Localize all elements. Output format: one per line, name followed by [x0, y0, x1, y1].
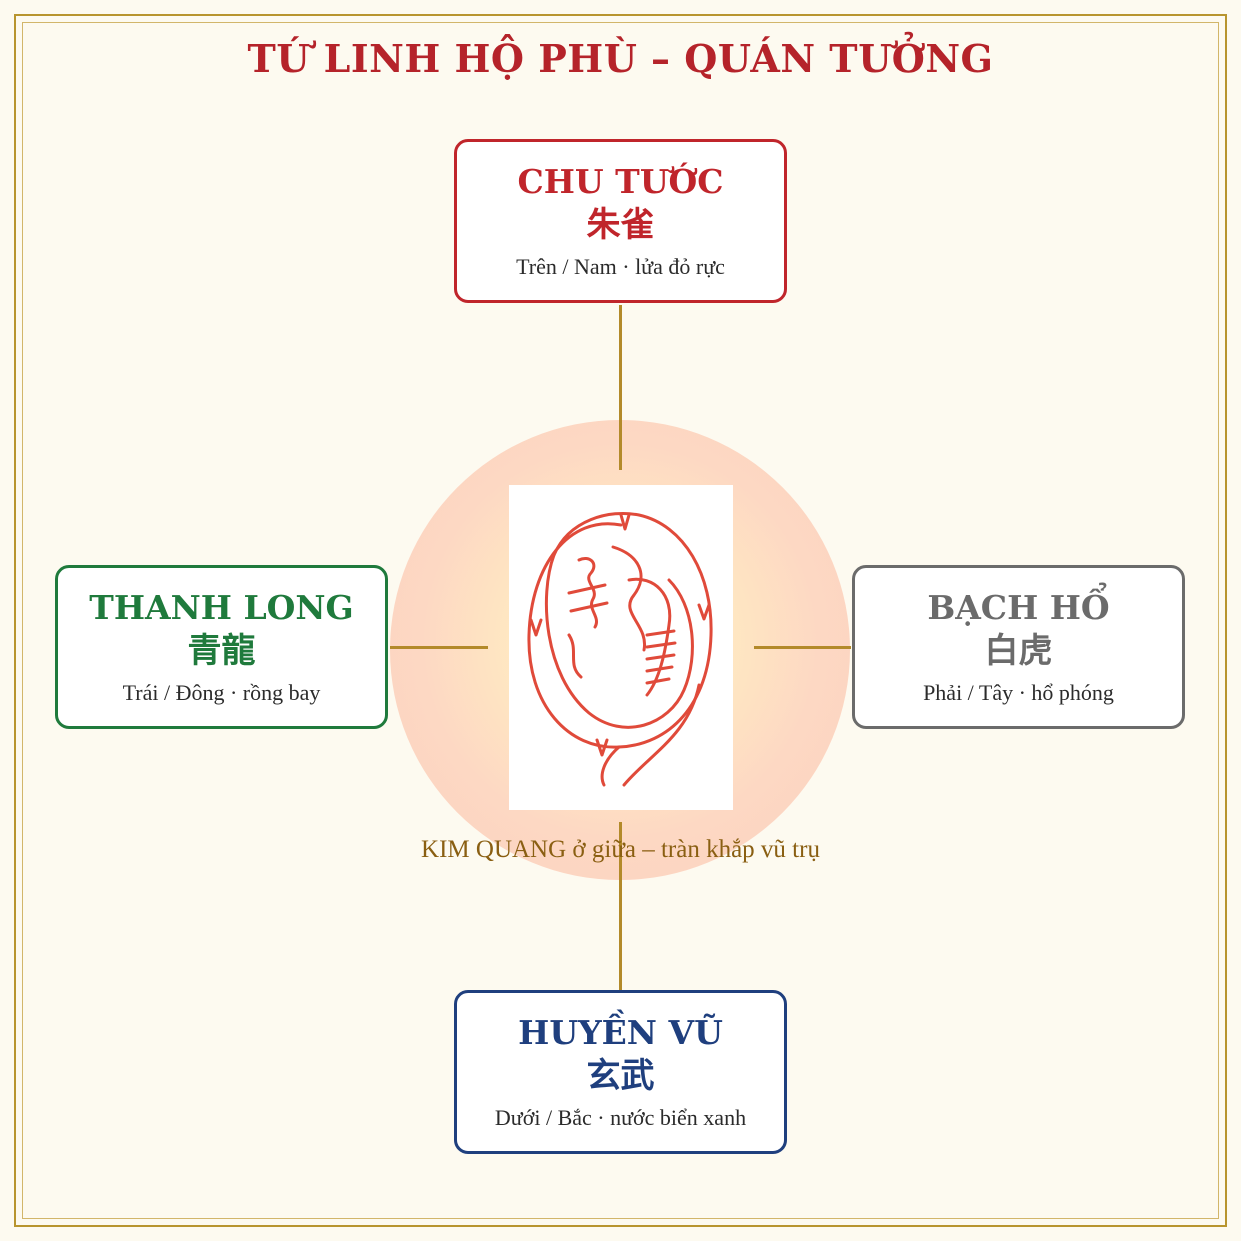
connector-right	[754, 646, 851, 649]
card-desc: Dưới / Bắc · nước biển xanh	[494, 1105, 747, 1130]
card-name: BẠCH HỔ	[927, 588, 1110, 627]
connector-left	[390, 646, 488, 649]
card-chu-tuoc: CHU TƯỚC 朱雀 Trên / Nam · lửa đỏ rực	[454, 139, 787, 303]
connector-bottom	[619, 822, 622, 990]
card-desc: Trái / Đông · rồng bay	[122, 680, 321, 705]
card-desc: Phải / Tây · hổ phóng	[923, 680, 1114, 705]
card-thanh-long: THANH LONG 青龍 Trái / Đông · rồng bay	[55, 565, 388, 729]
card-name: HUYỀN VŨ	[518, 1013, 723, 1052]
card-bach-ho: BẠCH HỔ 白虎 Phải / Tây · hổ phóng	[852, 565, 1185, 729]
card-han: 白虎	[984, 631, 1053, 671]
card-huyen-vu: HUYỀN VŨ 玄武 Dưới / Bắc · nước biển xanh	[454, 990, 787, 1154]
card-name: THANH LONG	[89, 588, 354, 627]
card-han: 玄武	[586, 1056, 655, 1096]
card-han: 青龍	[187, 631, 256, 671]
talisman-image	[509, 485, 733, 810]
page-title: TỨ LINH HỘ PHÙ – QUÁN TƯỞNG	[247, 36, 994, 81]
inner-frame	[22, 22, 1219, 1219]
card-han: 朱雀	[586, 205, 655, 245]
card-desc: Trên / Nam · lửa đỏ rực	[516, 254, 725, 279]
outer-frame	[14, 14, 1227, 1227]
center-label: KIM QUANG ở giữa – tràn khắp vũ trụ	[421, 836, 820, 863]
card-name: CHU TƯỚC	[517, 162, 724, 201]
connector-top	[619, 305, 622, 470]
